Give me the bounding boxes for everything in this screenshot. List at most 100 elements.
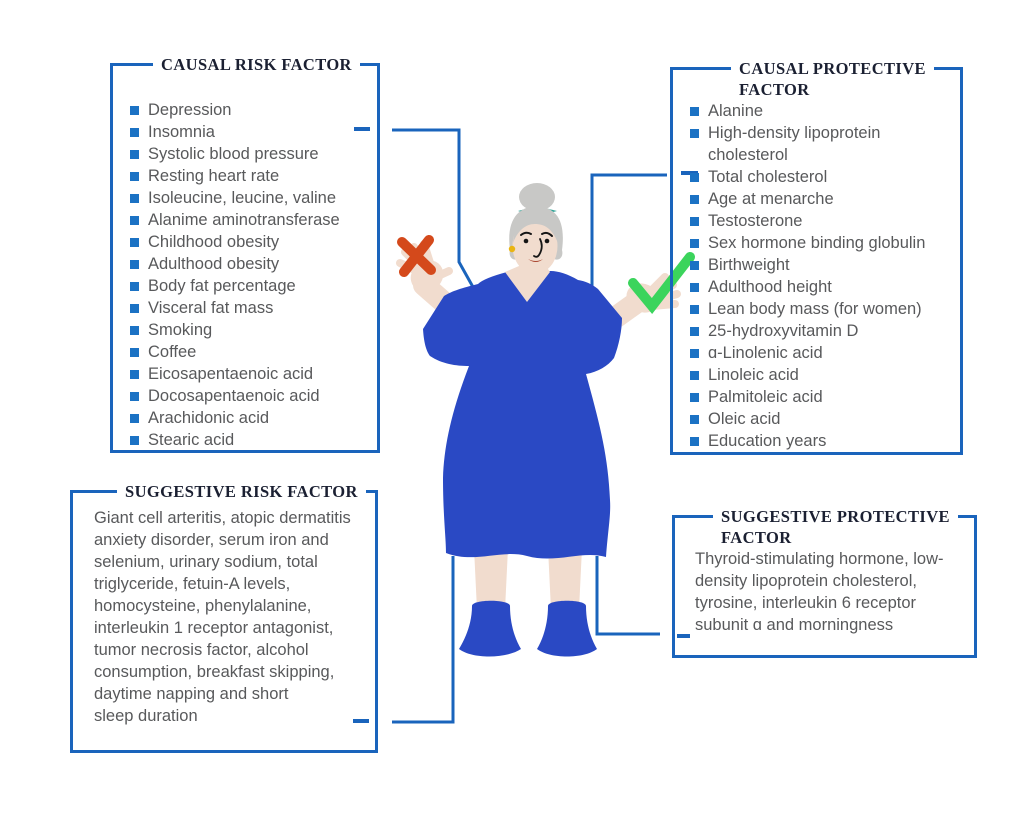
list-item: Depression [130,99,370,121]
list-item-label: Lean body mass (for women) [708,300,922,318]
list-item: Alanime aminotransferase [130,209,370,231]
boots [459,600,597,657]
bullet-square-icon [690,107,699,116]
list-item: Coffee [130,341,370,363]
list-item-label: Body fat percentage [148,277,296,295]
list-item: Visceral fat mass [130,297,370,319]
list-item: Oleic acid [690,408,956,430]
bullet-square-icon [130,128,139,137]
bullet-square-icon [690,349,699,358]
head [508,183,563,274]
paragraph-line: tyrosine, interleukin 6 receptor [695,594,917,612]
paragraph-line: triglyceride, fetuin-A levels, [94,575,291,593]
list-item-label: Adulthood height [708,278,832,296]
list-item-label: Arachidonic acid [148,409,270,427]
list-item: 25-hydroxyvitamin D [690,320,956,342]
earring [508,245,516,253]
list-item: Eicosapentaenoic acid [130,363,370,385]
bullet-square-icon [130,326,139,335]
bullet-square-icon [130,194,139,203]
paragraph-line: daytime napping and short [94,685,289,703]
list-item-label: Birthweight [708,256,790,274]
list-item: Education years [690,430,956,452]
list-item-label: Total cholesterol [708,168,828,186]
elderly-woman-illustration [396,183,695,657]
list-item-label: Alanime aminotransferase [148,211,340,229]
list-item: Smoking [130,319,370,341]
bullet-square-icon [130,106,139,115]
bullet-square-icon [130,172,139,181]
list-item: Sex hormone binding globulin [690,232,956,254]
paragraph-line: subunit ɑ and morningness [695,616,894,634]
dress [423,271,622,559]
left-eyebrow [520,231,532,236]
bullet-square-icon [690,371,699,380]
bullet-square-icon [130,238,139,247]
bullet-square-icon [690,261,699,270]
right-eyebrow [541,231,553,237]
list-item-label: Adulthood obesity [148,255,280,273]
paragraph-line: sleep duration [94,707,198,725]
paragraph-line: tumor necrosis factor, alcohol [94,641,309,659]
list-item: Adulthood height [690,276,956,298]
box-title-line: SUGGESTIVE RISK FACTOR [125,482,358,501]
list-item-label: Systolic blood pressure [148,145,319,163]
list-item-label: Palmitoleic acid [708,388,823,406]
right-eye [544,238,550,244]
box-title-line: FACTOR [739,80,810,99]
list-item-label: Eicosapentaenoic acid [148,365,314,383]
bullet-square-icon [130,282,139,291]
box-title: CAUSAL PROTECTIVE FACTOR [731,58,934,100]
connector-causal-risk [392,128,480,297]
bullet-square-icon [690,239,699,248]
list-item: Lean body mass (for women) [690,298,956,320]
paragraph-line: homocysteine, phenylalanine, [94,597,312,615]
bullet-square-icon [690,393,699,402]
list-item: Docosapentaenoic acid [130,385,370,407]
nose [533,238,543,258]
suggestive-risk-factor-box: SUGGESTIVE RISK FACTOR Giant cell arteri… [70,481,378,753]
bullet-square-icon [130,304,139,313]
connector-causal-protective [590,173,667,312]
bullet-square-icon [690,283,699,292]
list-item-label: 25-hydroxyvitamin D [708,322,859,340]
left-eye [523,238,529,244]
check-icon [628,252,695,314]
bullet-square-icon [130,348,139,357]
bullet-square-icon [690,173,699,182]
list-item: Body fat percentage [130,275,370,297]
list-item-label: Oleic acid [708,410,781,428]
mouth [528,259,543,262]
suggestive-risk-text: Giant cell arteritis, atopic dermatitis a… [94,507,369,727]
hair-bun [519,183,555,211]
list-item-label: Childhood obesity [148,233,280,251]
list-item: Arachidonic acid [130,407,370,429]
list-item-label: Testosterone [708,212,803,230]
bullet-square-icon [130,414,139,423]
paragraph-line: selenium, urinary sodium, total [94,553,318,571]
list-item: Age at menarche [690,188,956,210]
paragraph-line: Giant cell arteritis, atopic dermatitis [94,509,351,527]
box-title: CAUSAL RISK FACTOR [153,54,360,75]
list-item: Isoleucine, leucine, valine [130,187,370,209]
list-item: Palmitoleic acid [690,386,956,408]
paragraph-line: anxiety disorder, serum iron and [94,531,329,549]
legs [474,548,582,610]
bullet-square-icon [130,370,139,379]
list-item-label: Isoleucine, leucine, valine [148,189,337,207]
box-title-line: CAUSAL PROTECTIVE [739,59,926,78]
list-item-label: Resting heart rate [148,167,280,185]
bullet-square-icon [130,392,139,401]
bullet-square-icon [130,216,139,225]
bullet-square-icon [690,217,699,226]
paragraph-line: interleukin 1 receptor antagonist, [94,619,334,637]
connector-suggestive-risk [392,556,455,724]
list-item-label: Coffee [148,343,197,361]
bullet-square-icon [690,129,699,138]
list-item-label: Age at menarche [708,190,834,208]
